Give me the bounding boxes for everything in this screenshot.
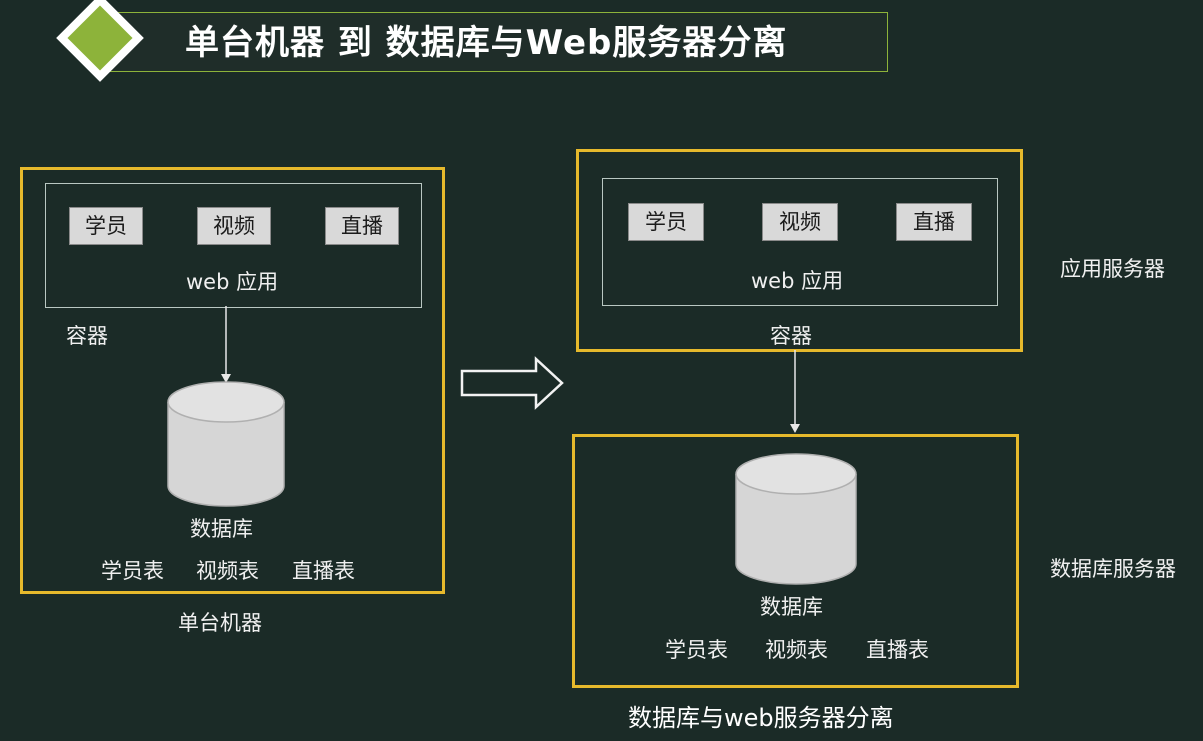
db-server-label: 数据库服务器 [1050,557,1176,581]
right-app-tag-live: 直播 [896,203,972,241]
right-app-tag-video: 视频 [762,203,838,241]
left-table-live: 直播表 [292,559,355,583]
title-bar [110,12,888,72]
single-machine-label: 单台机器 [178,611,262,635]
right-db-label: 数据库 [760,595,823,619]
right-down-arrow-icon [790,350,800,433]
right-table-student: 学员表 [665,638,728,662]
app-server-box [576,149,1023,352]
db-server-box [572,434,1019,688]
right-table-live: 直播表 [866,638,929,662]
single-machine-box [20,167,445,594]
left-web-app-box [45,183,422,308]
right-table-video: 视频表 [765,638,828,662]
separation-caption: 数据库与web服务器分离 [628,704,894,732]
left-app-tag-live: 直播 [325,207,399,245]
right-database-icon [735,453,857,585]
left-down-arrow-icon [221,306,231,383]
right-container-label: 容器 [770,324,812,348]
left-container-label: 容器 [66,324,108,348]
left-database-icon [167,381,285,507]
left-app-tag-student: 学员 [69,207,143,245]
app-server-label: 应用服务器 [1060,257,1165,281]
left-web-app-label: web 应用 [186,270,279,294]
left-table-video: 视频表 [196,559,259,583]
left-app-tag-video: 视频 [197,207,271,245]
left-db-label: 数据库 [190,517,253,541]
right-web-app-box [602,178,998,306]
transition-arrow-icon [460,356,564,410]
left-table-student: 学员表 [101,559,164,583]
right-web-app-label: web 应用 [751,269,844,293]
page-title: 单台机器 到 数据库与Web服务器分离 [185,23,788,63]
right-app-tag-student: 学员 [628,203,704,241]
